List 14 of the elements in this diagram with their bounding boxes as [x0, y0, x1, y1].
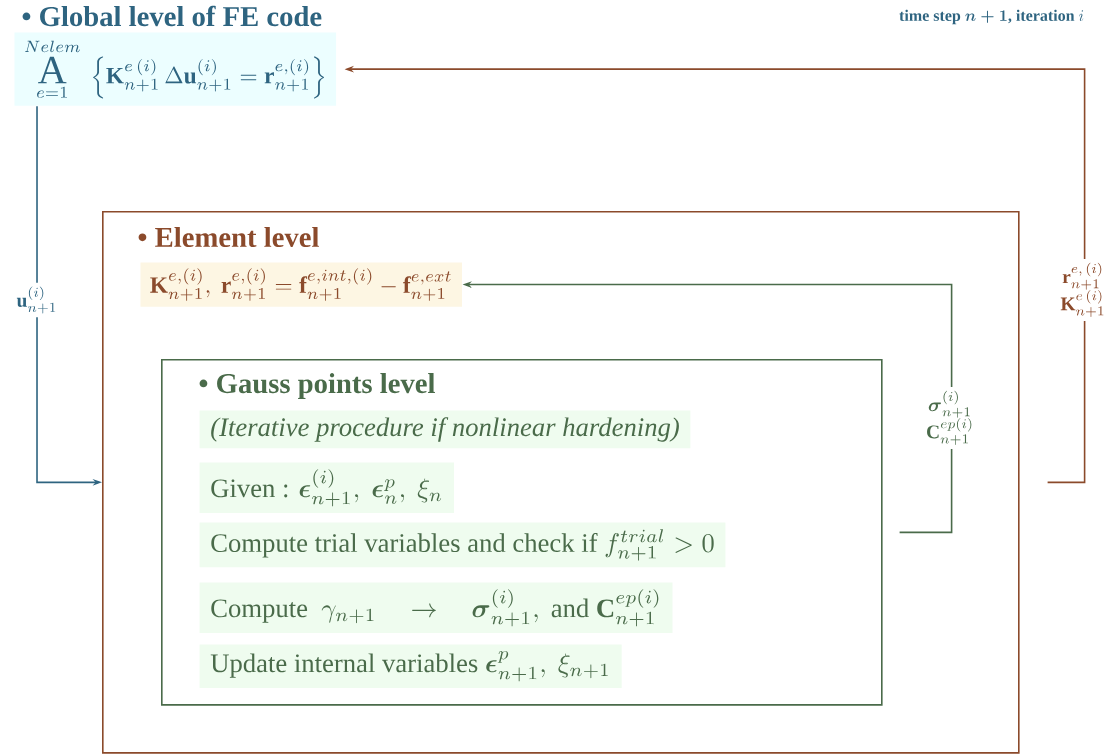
- step-box: (Iterative procedure if nonlinear hardening): [199, 410, 691, 449]
- step-box: $\text{Compute }\ \gamma_{n+1}\quad\rightarrow\quad\boldsymbol{\sigma}^{(i)}_{n+1},\ \text{and }\mathbf{C}^{ep(i)}_{n+1}$: [199, 582, 673, 634]
- section-heading: • Element level: [138, 226, 319, 248]
- edge-label: $\begin{array}{c}\mathbf{r}^{e,\,(i)}_{n+1}\\ \mathbf{K}^{e\,(i)}_{n+1}\end{array}$: [1046, 259, 1120, 321]
- step-box: $\text{Compute trial variables and check if }f^{trial}_{n+1}>0$: [199, 522, 726, 568]
- edge-label: $\mathbf{u}^{(i)}_{n+1}$: [12, 282, 62, 318]
- section-heading: • Gauss points level: [199, 373, 435, 399]
- step-box: $\text{Given : }\boldsymbol{\epsilon}^{(i)}_{n+1},\ \boldsymbol{\epsilon}^{p}_{n},\ \xi_{n}$: [199, 462, 455, 514]
- formula-box: $\mathbf{K}^{e,(i)}_{n+1},\ \mathbf{r}^{e,(i)}_{n+1}=\mathbf{f}^{e,int,(i)}_{n+1}-\mathbf{f}^{e,ext}_{n+1}$: [140, 262, 463, 307]
- edge-label: $\begin{array}{c}\boldsymbol{\sigma}^{(i)}_{n+1}\\ \mathbf{C}^{ep(i)}_{n+1}\end{array}$: [912, 387, 988, 449]
- formula-box: $\mathop{\text{\LARGE A}}\limits_{e=1}^{Nelem}\ \left\{\mathbf{K}^{e\,(i)}_{n+1}\,\Delta\mathbf{u}^{(i)}_{n+1}=\mathbf{r}^{e,(i)}_{n+1}\right\}$: [14, 32, 337, 106]
- section-heading: • Global level of FE code: [22, 5, 322, 27]
- step-box: $\text{Update internal variables }\boldsymbol{\epsilon}^{p}_{n+1},\ \xi_{n+1}$: [199, 644, 622, 689]
- iteration-label: $\textbf{time step }\boldsymbol{n+1}\textbf{, iteration }i$: [899, 9, 1084, 25]
